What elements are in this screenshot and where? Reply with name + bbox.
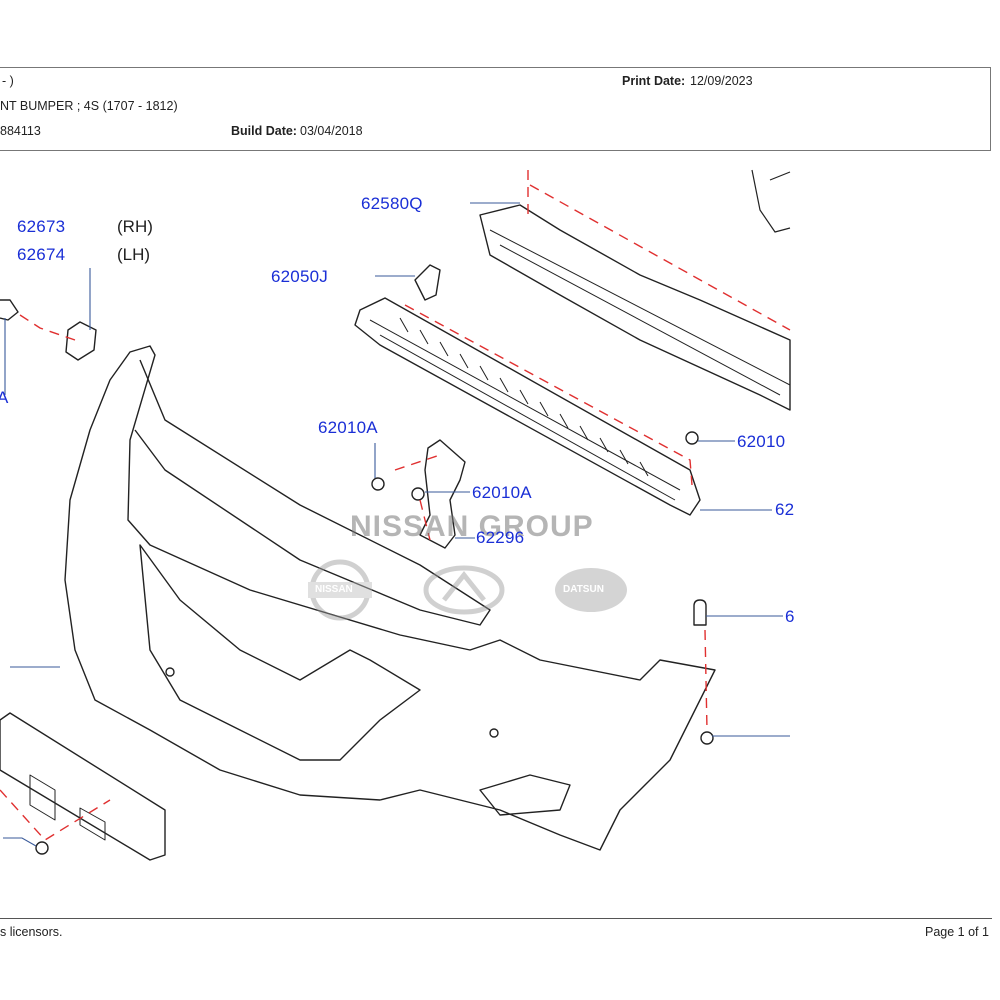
- clip-62050j: [414, 264, 441, 301]
- leader-line: [3, 837, 37, 847]
- bumper-upper-edge: [134, 359, 491, 626]
- print-date-value: 12/09/2023: [690, 74, 753, 88]
- side-bracket: [65, 321, 97, 361]
- center-bracket: [419, 439, 466, 549]
- license-plate-bracket: [0, 712, 166, 861]
- build-date-label: Build Date:: [231, 124, 297, 138]
- dashed-line: [419, 499, 431, 541]
- dashed-line: [704, 629, 708, 731]
- header-model-description: NT BUMPER ; 4S (1707 - 1812): [0, 99, 178, 113]
- callout-62296[interactable]: 62296: [476, 528, 525, 547]
- build-date-value: 03/04/2018: [300, 124, 363, 138]
- dashed-line: [0, 789, 111, 841]
- header-line-1: - ): [2, 74, 14, 88]
- bumper-fascia: [64, 345, 716, 851]
- page-indicator: Page 1 of 1: [925, 925, 989, 939]
- datsun-logo-text: DATSUN: [563, 584, 604, 595]
- callout-a-left[interactable]: A: [0, 388, 9, 407]
- callout-62010a-center[interactable]: 62010A: [472, 483, 532, 502]
- callout-62-right[interactable]: 62: [775, 500, 795, 519]
- dashed-line: [19, 314, 76, 341]
- header-box: [0, 67, 991, 151]
- energy-absorber: [354, 297, 701, 516]
- callout-62673[interactable]: 62673: [17, 217, 66, 236]
- callout-62674[interactable]: 62674: [17, 245, 66, 264]
- callout-62010a-left[interactable]: 62010A: [318, 418, 378, 437]
- dashed-line: [529, 184, 791, 331]
- callout-lh-label: (LH): [117, 245, 151, 264]
- header-vin-fragment: 884113: [0, 124, 41, 138]
- nissan-logo-text: NISSAN: [315, 584, 353, 595]
- grille-opening: [139, 544, 421, 761]
- watermark-text: NISSAN GROUP: [350, 510, 594, 543]
- callout-62580q[interactable]: 62580Q: [361, 194, 423, 213]
- callout-rh-label: (RH): [117, 217, 153, 236]
- callout-62010-right[interactable]: 62010: [737, 432, 786, 451]
- dashed-line: [404, 304, 693, 486]
- datsun-logo: [555, 568, 627, 612]
- nissan-logo: [308, 559, 372, 621]
- footer-copyright: s licensors.: [0, 925, 63, 939]
- upper-cover: [479, 204, 791, 411]
- footer-divider: [0, 918, 992, 919]
- infiniti-logo: [423, 565, 505, 615]
- callout-62050j[interactable]: 62050J: [271, 267, 328, 286]
- callout-6-right[interactable]: 6: [785, 607, 795, 626]
- clip-left: [0, 299, 19, 321]
- print-date-label: Print Date:: [622, 74, 686, 88]
- dashed-line: [394, 454, 441, 471]
- fog-lamp-right: [479, 774, 571, 816]
